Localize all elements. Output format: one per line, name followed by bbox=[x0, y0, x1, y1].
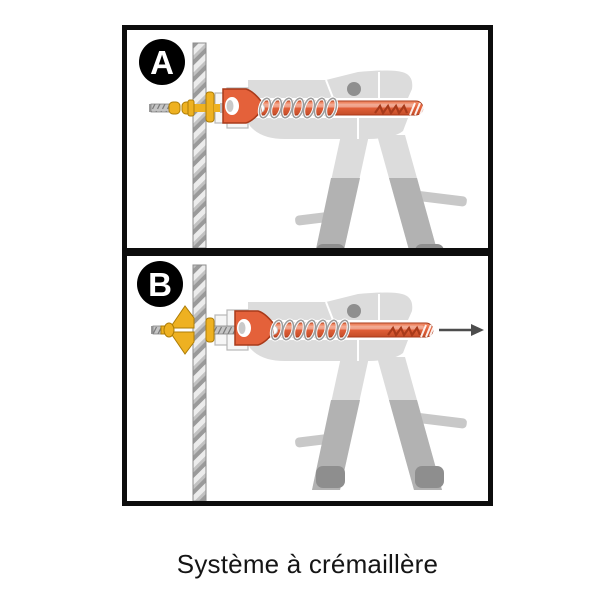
caption: Système à crémaillère bbox=[176, 549, 439, 579]
spring bbox=[269, 318, 351, 342]
panel-b: B bbox=[127, 256, 488, 501]
wall bbox=[192, 264, 207, 501]
step-label-a: A bbox=[139, 39, 185, 85]
panel-divider bbox=[127, 248, 488, 256]
tool-nose bbox=[234, 310, 274, 346]
rack-teeth bbox=[374, 102, 425, 116]
panel-b-illustration: B bbox=[137, 261, 484, 501]
spring bbox=[257, 96, 339, 120]
step-letter-a: A bbox=[150, 44, 174, 81]
anchor-collapsed bbox=[149, 91, 226, 123]
panel-a-illustration: A bbox=[139, 39, 469, 248]
rack-teeth bbox=[387, 324, 435, 338]
wall bbox=[192, 42, 207, 248]
arrow-right-icon bbox=[439, 324, 484, 336]
diagram-frame: A bbox=[122, 25, 493, 506]
panel-a: A bbox=[127, 30, 488, 248]
step-label-b: B bbox=[137, 261, 183, 307]
tool-nose bbox=[222, 88, 262, 124]
step-letter-b: B bbox=[148, 266, 172, 303]
